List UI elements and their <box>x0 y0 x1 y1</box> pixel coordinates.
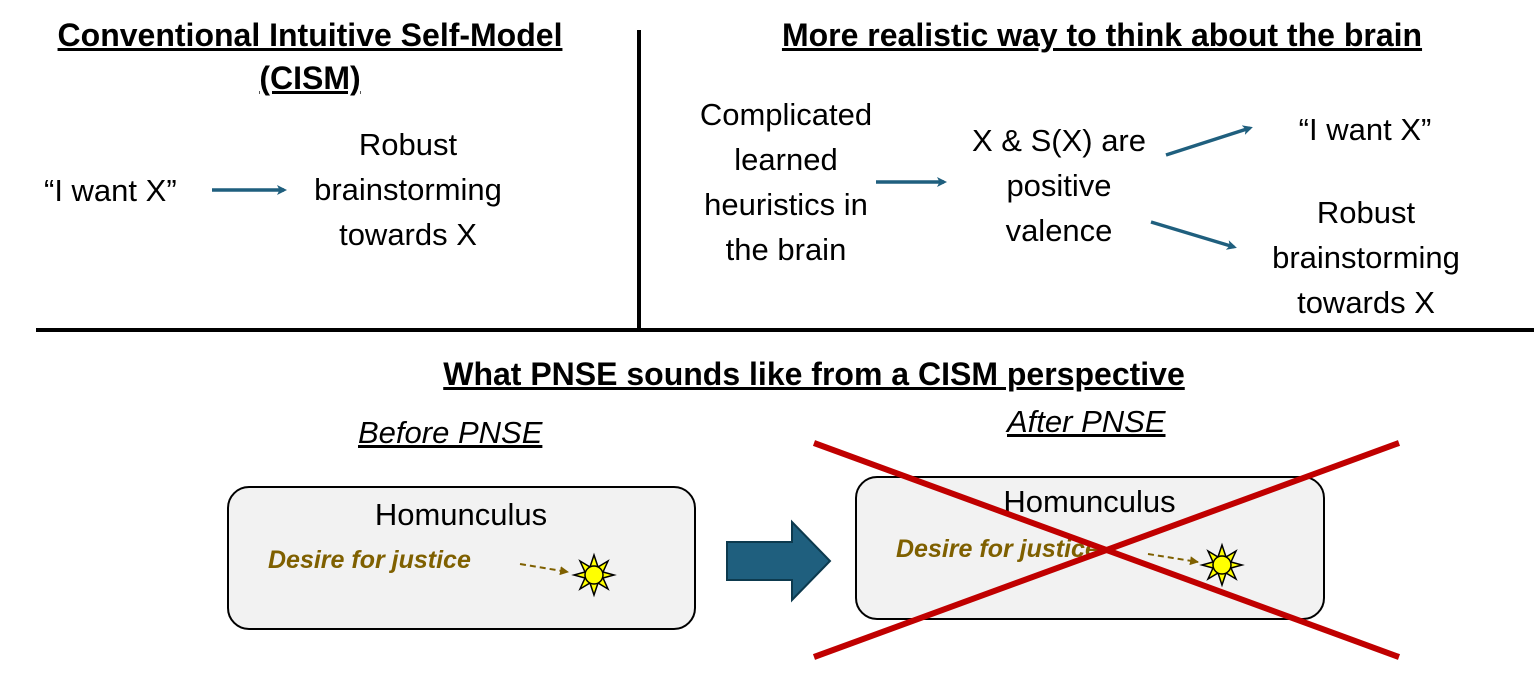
valence-to-want-arrow <box>1165 125 1253 157</box>
valence-line: valence <box>1005 213 1113 248</box>
heuristics-line: Complicated <box>699 97 873 132</box>
brainstorm-line: towards X <box>1297 285 1435 320</box>
valence-line: positive <box>1006 168 1112 203</box>
want-x-text: “I want X” <box>1298 112 1432 147</box>
cism-input-text: “I want X” <box>44 173 177 208</box>
heuristics-line: the brain <box>725 232 847 267</box>
cism-output-text: Robust brainstorming towards X <box>288 122 528 257</box>
before-homunculus-title: Homunculus <box>374 497 548 532</box>
heuristics-line: learned <box>734 142 838 177</box>
right-arrow-icon <box>726 519 832 603</box>
valence-text: X & S(X) are positive valence <box>956 118 1162 253</box>
right-panel-title: More realistic way to think about the br… <box>781 17 1423 53</box>
left-panel-title: Conventional Intuitive Self-Model (CISM) <box>24 14 596 100</box>
heuristics-line: heuristics in <box>704 187 868 222</box>
brainstorm-text: Robust brainstorming towards X <box>1250 190 1482 325</box>
cism-output-line: brainstorming <box>314 172 502 207</box>
bottom-title: What PNSE sounds like from a CISM perspe… <box>443 356 1185 392</box>
left-title-line1: Conventional Intuitive Self-Model <box>57 17 563 53</box>
before-desire-arrow <box>519 563 569 576</box>
before-desire-text: Desire for justice <box>268 546 471 574</box>
before-homunculus-box: Homunculus <box>227 486 696 630</box>
sun-icon <box>571 552 617 598</box>
after-desire-arrow <box>1147 553 1199 566</box>
after-pnse-label: After PNSE <box>1007 404 1166 439</box>
left-title-line2: (CISM) <box>259 60 361 96</box>
cism-output-line: Robust <box>358 127 458 162</box>
cism-output-line: towards X <box>339 217 477 252</box>
before-pnse-label: Before PNSE <box>358 415 543 450</box>
brainstorm-line: Robust <box>1316 195 1416 230</box>
after-homunculus-title: Homunculus <box>1003 484 1176 519</box>
sun-icon <box>1199 542 1245 588</box>
brainstorm-line: brainstorming <box>1272 240 1460 275</box>
after-desire-text: Desire for justice <box>896 535 1099 563</box>
cross-out-icon <box>812 440 1401 660</box>
valence-line: X & S(X) are <box>972 123 1146 158</box>
heuristics-text: Complicated learned heuristics in the br… <box>676 92 896 272</box>
valence-to-brainstorm-arrow <box>1150 220 1237 250</box>
